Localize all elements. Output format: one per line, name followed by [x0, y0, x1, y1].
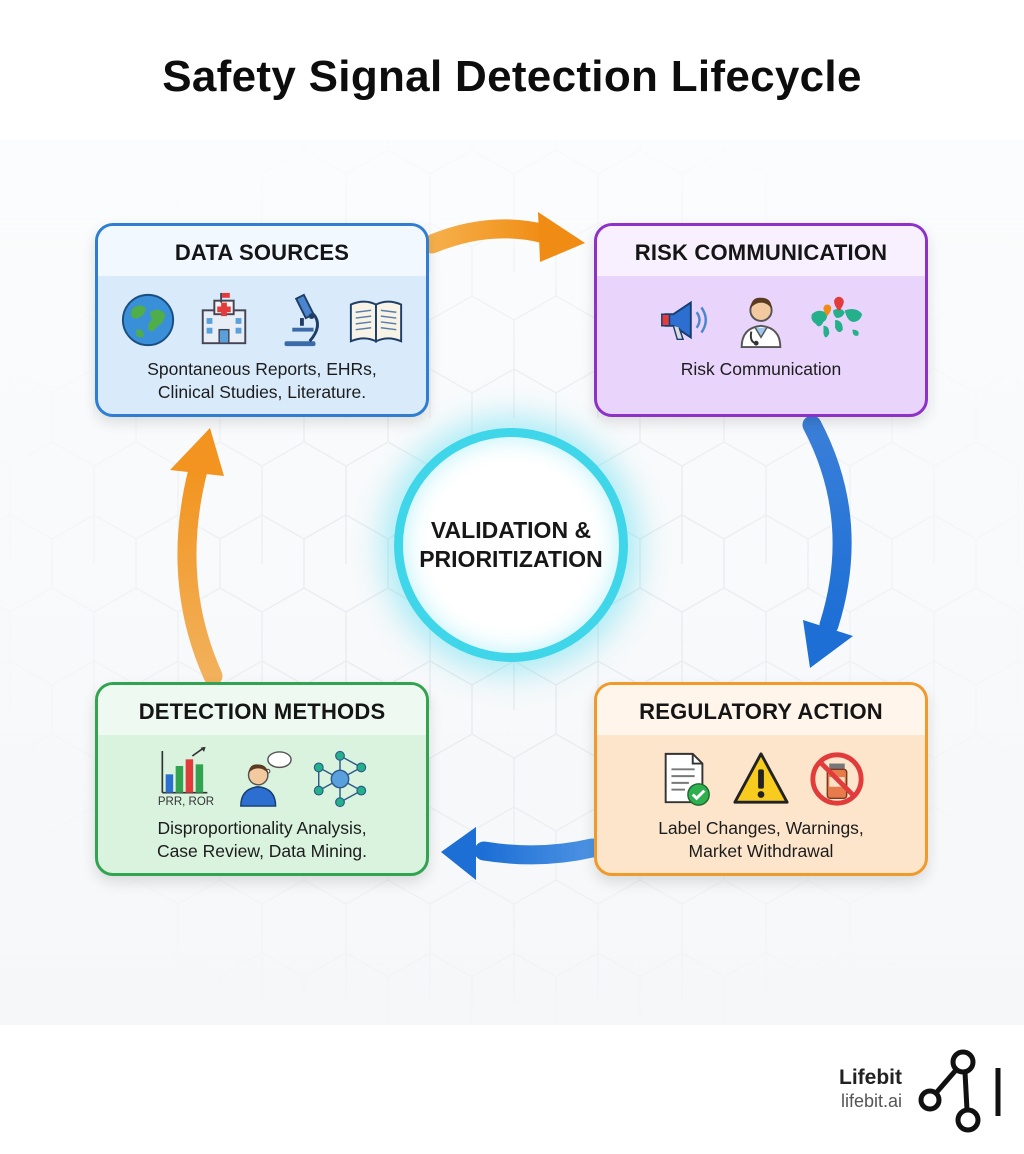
- lifebit-logo-icon: [918, 1049, 1001, 1133]
- chart-caption: PRR, ROR: [157, 796, 215, 808]
- card-description: Label Changes, Warnings, Market Withdraw…: [597, 817, 925, 863]
- arrow-data-to-risk: [422, 212, 585, 262]
- hub-label-line: VALIDATION &: [430, 517, 592, 543]
- description-line: Risk Communication: [680, 359, 842, 379]
- card-description: Disproportionality Analysis, Case Review…: [98, 817, 426, 863]
- hub-label: VALIDATION & PRIORITIZATION: [419, 516, 603, 574]
- card-description: Risk Communication: [597, 358, 925, 381]
- card-heading: DETECTION METHODS: [98, 685, 426, 735]
- data-sources-card: DATA SOURCES: [95, 223, 429, 417]
- doctor-icon: [740, 297, 782, 349]
- risk-communication-card: RISK COMMUNICATION Risk: [594, 223, 928, 417]
- hospital-icon: [201, 292, 247, 345]
- arrow-regulatory-to-detection: [441, 827, 602, 880]
- globe-icon: [121, 293, 175, 347]
- megaphone-icon: [661, 300, 707, 341]
- card-icons: PRR, ROR: [98, 741, 426, 817]
- card-heading: RISK COMMUNICATION: [597, 226, 925, 276]
- card-heading: REGULATORY ACTION: [597, 685, 925, 735]
- person-thinking-icon: [240, 751, 292, 807]
- description-line: Market Withdrawal: [688, 841, 834, 861]
- brand-name: Lifebit: [839, 1066, 902, 1089]
- arrow-risk-to-regulatory: [802, 415, 853, 668]
- card-icons: [597, 741, 925, 817]
- validation-prioritization-hub: VALIDATION & PRIORITIZATION: [394, 428, 628, 662]
- warning-triangle-icon: [733, 752, 789, 804]
- card-icons: [597, 282, 925, 358]
- description-line: Clinical Studies, Literature.: [157, 382, 367, 402]
- card-description: Spontaneous Reports, EHRs, Clinical Stud…: [98, 358, 426, 404]
- description-line: Disproportionality Analysis,: [157, 818, 367, 838]
- microscope-icon: [284, 293, 319, 347]
- hub-label-line: PRIORITIZATION: [419, 546, 603, 572]
- network-icon: [313, 750, 367, 808]
- arrow-detection-to-data: [170, 428, 224, 686]
- description-line: Spontaneous Reports, EHRs,: [147, 359, 377, 379]
- bar-chart-with-caption: PRR, ROR: [155, 746, 217, 812]
- brand-url: lifebit.ai: [840, 1091, 902, 1111]
- card-icons: [98, 282, 426, 358]
- bar-chart-icon: [161, 746, 208, 794]
- card-heading: DATA SOURCES: [98, 226, 426, 276]
- regulatory-action-card: REGULATORY ACTION Label Changes, Warning…: [594, 682, 928, 876]
- detection-methods-card: DETECTION METHODS PRR, ROR: [95, 682, 429, 876]
- no-medicine-icon: [810, 752, 864, 806]
- description-line: Label Changes, Warnings,: [658, 818, 864, 838]
- description-line: Case Review, Data Mining.: [156, 841, 368, 861]
- document-check-icon: [664, 752, 710, 806]
- world-map-pins-icon: [811, 296, 863, 338]
- diagram-title: Safety Signal Detection Lifecycle: [162, 52, 862, 101]
- open-book-icon: [349, 300, 403, 343]
